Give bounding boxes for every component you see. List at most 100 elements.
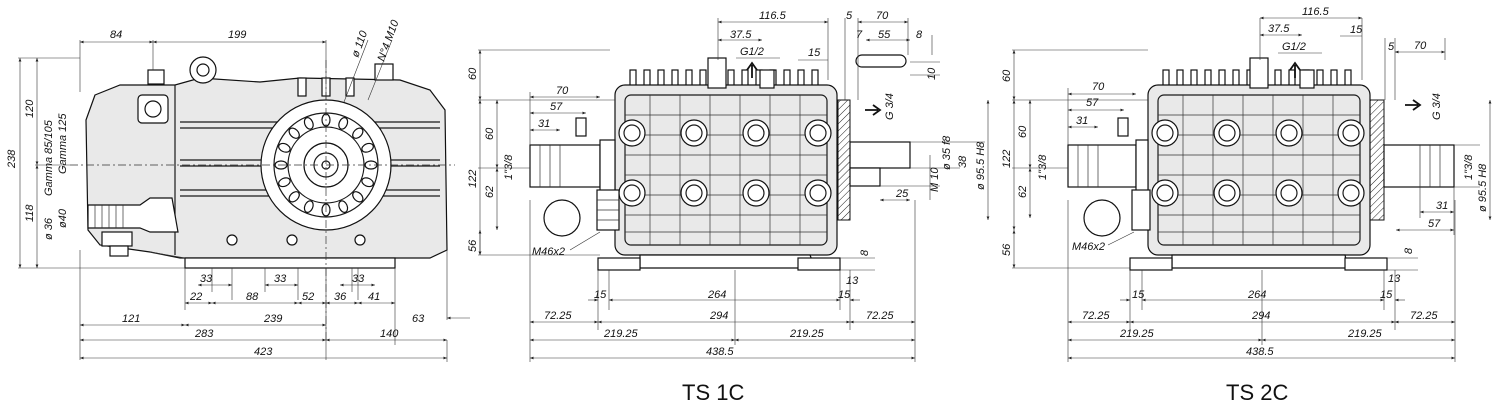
ts1c-dim-60b: 60 xyxy=(484,127,496,140)
ts2c-dim-72b: 72.25 xyxy=(1410,310,1438,322)
ts1c-dim-60a: 60 xyxy=(467,67,479,80)
side-dim-120: 120 xyxy=(24,99,36,118)
ts1c-dim-219b: 219.25 xyxy=(789,328,825,340)
caption-ts1c: TS 1C xyxy=(682,380,744,405)
ts1c-dim-55: 55 xyxy=(878,29,891,41)
ts1c-dim-7: 7 xyxy=(856,29,863,41)
ts1c-dim-15b: 15 xyxy=(838,289,851,301)
ts1c-label-g34: G 3/4 xyxy=(884,93,896,120)
ts2c-dim-31r: 31 xyxy=(1436,200,1448,212)
ts2c-dim-dia95: ø 95.5 H8 xyxy=(1477,163,1489,212)
ts1c-dim-56: 56 xyxy=(467,239,479,252)
side-dim-239: 239 xyxy=(263,313,282,325)
ts1c-dim-31: 31 xyxy=(538,118,550,130)
ts2c-dim-57r: 57 xyxy=(1428,218,1441,230)
ts2c-dim-13: 13 xyxy=(1388,273,1401,285)
ts2c-dim-219a: 219.25 xyxy=(1119,328,1155,340)
ts1c-dim-70b: 70 xyxy=(556,85,569,97)
ts1c-label-m10: M 10 xyxy=(929,167,941,192)
side-dim-52: 52 xyxy=(302,291,314,303)
side-dim-118: 118 xyxy=(24,204,36,222)
ts2c-dim-15a: 15 xyxy=(1132,289,1145,301)
ts1c-dim-219a: 219.25 xyxy=(603,328,639,340)
ts1c-dim-37-5: 37.5 xyxy=(730,29,752,41)
ts2c-dim-8: 8 xyxy=(1403,247,1415,254)
side-dim-199: 199 xyxy=(228,29,246,41)
ts1c-dim-72a: 72.25 xyxy=(544,310,572,322)
ts1c-label-m46: M46x2 xyxy=(532,246,565,258)
ts2c-dim-1-3-8r: 1"3/8 xyxy=(1463,154,1475,180)
ts2c-dim-438: 438.5 xyxy=(1246,346,1274,358)
ts2c-dim-60a: 60 xyxy=(1001,69,1013,82)
ts2c-dim-15: 15 xyxy=(1350,24,1363,36)
side-gamma-125: Gamma 125 xyxy=(57,113,69,174)
ts1c-dim-438: 438.5 xyxy=(706,346,734,358)
ts1c-dim-dia95: ø 95.5 H8 xyxy=(975,141,987,190)
side-dim-88: 88 xyxy=(246,291,259,303)
side-dim-22: 22 xyxy=(189,291,202,303)
ts1c-dim-15a: 15 xyxy=(594,289,607,301)
side-dia36: ø 36 xyxy=(43,217,55,240)
ts2c-view: 116.5 37.5 G1/2 15 5 70 60 122 56 60 62 … xyxy=(1001,6,1492,362)
side-dim-423: 423 xyxy=(254,346,273,358)
side-view: 84 199 ø 110 N°4 M10 238 120 118 Gamma 8… xyxy=(6,18,470,362)
side-gamma-85: Gamma 85/105 xyxy=(43,119,55,196)
ts2c-dim-1-3-8: 1"3/8 xyxy=(1037,154,1049,180)
ts1c-dim-10: 10 xyxy=(926,67,938,80)
ts1c-view: 116.5 5 70 37.5 7 55 8 G1/2 15 10 60 122… xyxy=(467,10,990,362)
side-dim-63: 63 xyxy=(412,313,425,325)
ts1c-dim-8: 8 xyxy=(916,29,923,41)
ts1c-dim-25: 25 xyxy=(895,188,909,200)
ts1c-dim-57: 57 xyxy=(550,101,563,113)
ts2c-dim-62: 62 xyxy=(1017,186,1029,198)
ts2c-dim-122: 122 xyxy=(1001,150,1013,168)
side-dim-33b: 33 xyxy=(274,273,287,285)
ts1c-dim-122: 122 xyxy=(467,170,479,188)
ts2c-dim-72a: 72.25 xyxy=(1082,310,1110,322)
side-dim-33a: 33 xyxy=(200,273,213,285)
side-dim-36: 36 xyxy=(334,291,347,303)
side-dia40: ø40 xyxy=(57,208,69,228)
ts2c-dim-70: 70 xyxy=(1414,40,1427,52)
ts1c-dim-1-3-8: 1"3/8 xyxy=(503,154,515,180)
ts2c-dim-56: 56 xyxy=(1001,243,1013,256)
ts1c-dim-dia35: ø 35 f8 xyxy=(941,135,953,170)
side-dim-n4m10: N°4 M10 xyxy=(376,18,402,63)
side-dim-41: 41 xyxy=(368,291,380,303)
ts1c-dim-70: 70 xyxy=(876,10,889,22)
ts1c-dim-264: 264 xyxy=(707,289,726,301)
side-dim-238: 238 xyxy=(6,149,18,169)
ts2c-dim-264: 264 xyxy=(1247,289,1266,301)
ts1c-label-g12: G1/2 xyxy=(740,46,764,58)
ts1c-dim-62: 62 xyxy=(484,186,496,198)
side-dim-33c: 33 xyxy=(352,273,365,285)
ts1c-dim-72b: 72.25 xyxy=(866,310,894,322)
ts1c-dim-15: 15 xyxy=(808,47,821,59)
ts2c-label-m46: M46x2 xyxy=(1072,241,1105,253)
ts2c-dim-294: 294 xyxy=(1251,310,1270,322)
ts1c-dim-8b: 8 xyxy=(859,249,871,256)
ts2c-dim-60b: 60 xyxy=(1017,125,1029,138)
ts2c-dim-31: 31 xyxy=(1076,115,1088,127)
ts1c-dim-38: 38 xyxy=(957,155,969,168)
ts1c-dim-294: 294 xyxy=(709,310,728,322)
ts2c-label-g12: G1/2 xyxy=(1282,41,1306,53)
side-dim-dia110: ø 110 xyxy=(350,28,371,59)
ts2c-dim-37-5: 37.5 xyxy=(1268,23,1290,35)
ts2c-dim-70b: 70 xyxy=(1092,81,1105,93)
ts2c-dim-57: 57 xyxy=(1086,97,1099,109)
side-dim-140: 140 xyxy=(380,328,399,340)
ts2c-dim-5: 5 xyxy=(1388,41,1395,53)
ts1c-dim-116-5: 116.5 xyxy=(759,10,787,22)
ts2c-dim-15b: 15 xyxy=(1380,289,1393,301)
ts1c-dim-13: 13 xyxy=(846,275,859,287)
ts2c-dim-116-5: 116.5 xyxy=(1302,6,1330,18)
ts1c-dim-5: 5 xyxy=(846,10,853,22)
side-dim-84: 84 xyxy=(110,29,122,41)
side-dim-121: 121 xyxy=(122,313,140,325)
ts2c-label-g34: G 3/4 xyxy=(1431,93,1443,120)
side-dim-283: 283 xyxy=(194,328,214,340)
ts2c-dim-219b: 219.25 xyxy=(1347,328,1383,340)
